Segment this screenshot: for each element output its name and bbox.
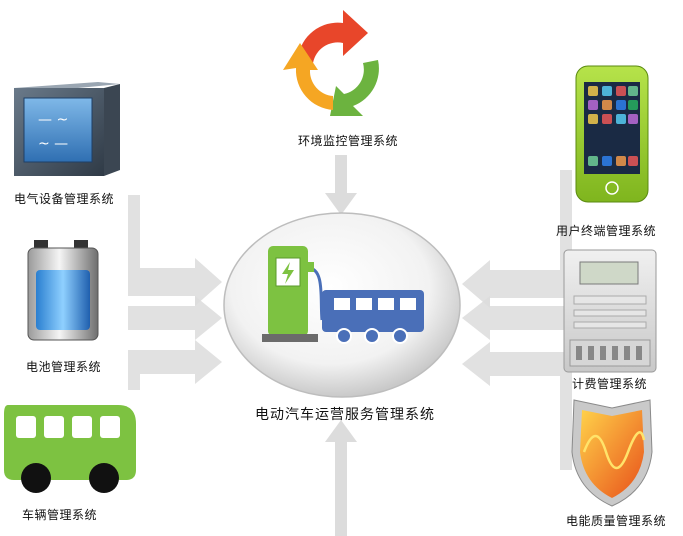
power-quality-system-label: 电能质量管理系统 (566, 514, 667, 528)
bus-icon (4, 405, 136, 493)
shield-wave-icon (571, 399, 653, 507)
smartphone-icon (575, 65, 649, 203)
central-hub (223, 212, 461, 398)
cycle-arrows-icon (283, 10, 379, 116)
electricity-meter-icon (563, 249, 657, 373)
battery-icon (27, 240, 99, 341)
terminal-system-label: 用户终端管理系统 (556, 224, 657, 238)
connector-arrows (128, 155, 572, 536)
billing-system-label: 计费管理系统 (572, 377, 648, 391)
electric-bus-icon (322, 290, 424, 344)
electrical-system-label: 电气设备管理系统 (14, 192, 115, 206)
svg-text:— ~: — ~ (38, 112, 68, 128)
central-system-label: 电动汽车运营服务管理系统 (255, 407, 435, 423)
battery-system-label: 电池管理系统 (26, 360, 102, 374)
charging-station-icon (262, 246, 324, 342)
svg-text:~ —: ~ — (38, 136, 68, 152)
environment-system-label: 环境监控管理系统 (298, 134, 399, 148)
vehicle-system-label: 车辆管理系统 (22, 508, 98, 522)
electrical-cabinet-icon: — ~ ~ — (14, 82, 120, 176)
